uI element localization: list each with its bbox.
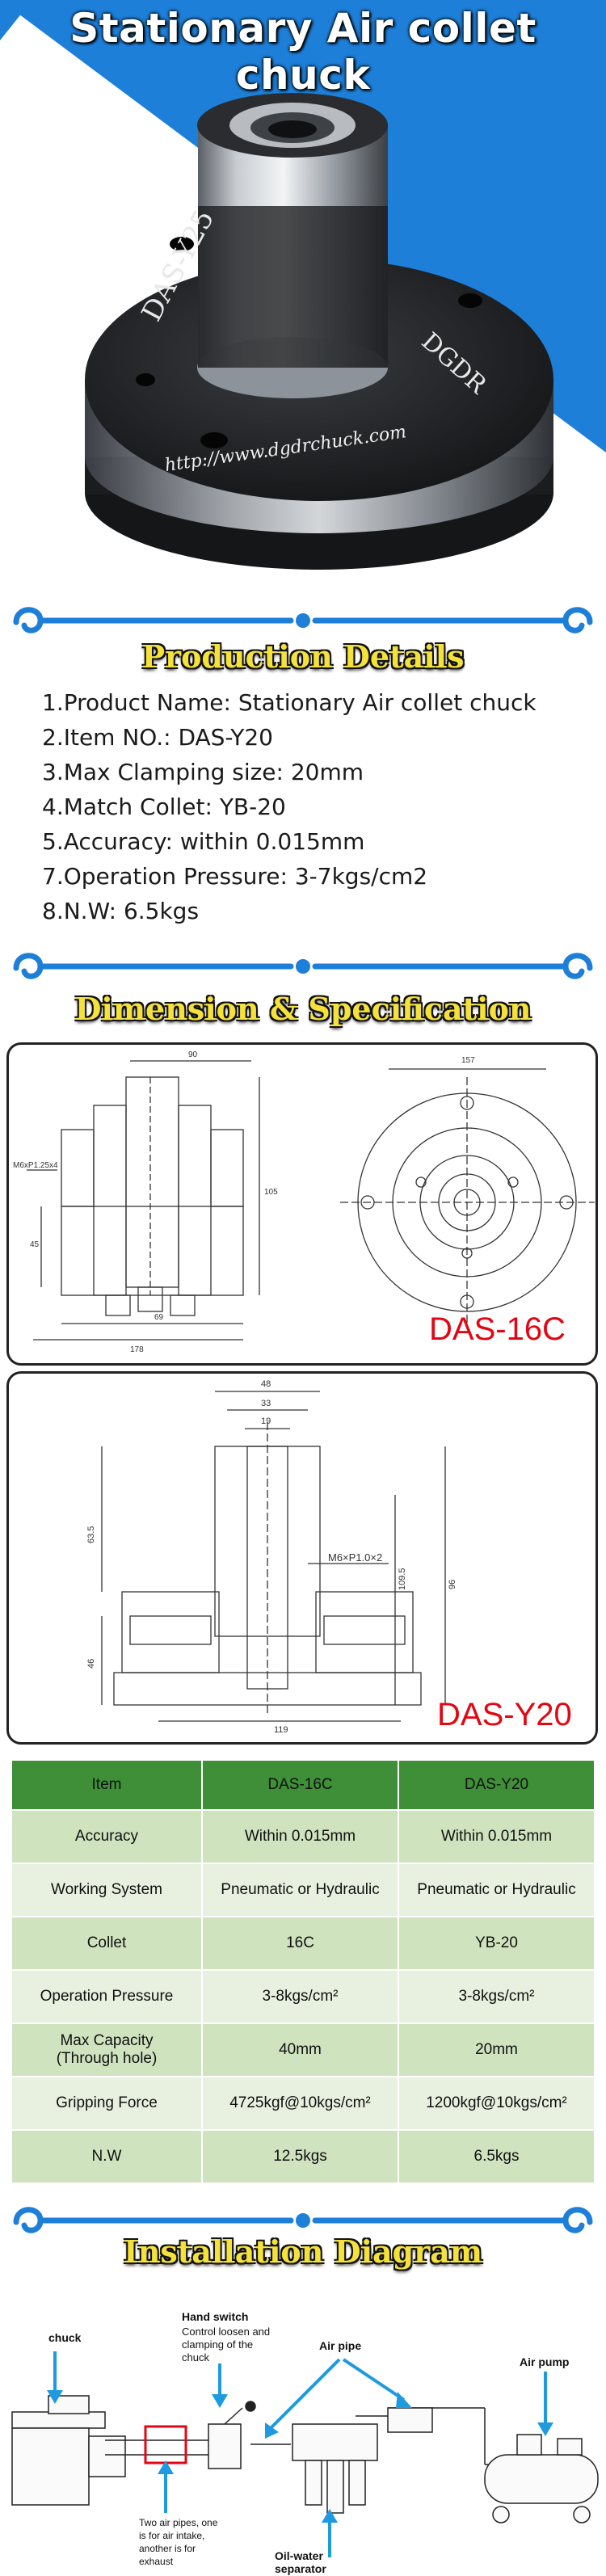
dim-46: 46	[86, 1659, 96, 1669]
table-cell: 3-8kgs/cm²	[201, 1969, 399, 2024]
table-cell: Operation Pressure	[11, 1969, 203, 2024]
label-two-pipes-4: exhaust	[139, 2556, 174, 2567]
dim-48: 48	[261, 1379, 271, 1389]
installation-header: Installation Diagram	[0, 2190, 606, 2279]
table-row: Working System Pneumatic or Hydraulic Pn…	[11, 1863, 595, 1917]
table-header: DAS-16C	[201, 1759, 399, 1811]
installation-diagram: chuck Hand switch Control loosen and cla…	[0, 2279, 606, 2576]
list-item: 7.Operation Pressure: 3-7kgs/cm2	[42, 863, 428, 890]
dim-thread: M6×P1.0×2	[328, 1551, 382, 1564]
table-cell: N.W	[11, 2129, 203, 2184]
list-item: 2.Item NO.: DAS-Y20	[42, 724, 273, 751]
table-row: Gripping Force 4725kgf@10kgs/cm² 1200kgf…	[11, 2076, 595, 2131]
label-separator-2: separator	[275, 2562, 326, 2575]
dim-bottom1: 69	[154, 1313, 164, 1322]
label-two-pipes-1: Two air pipes, one	[139, 2517, 218, 2528]
label-separator-1: Oil-water	[275, 2549, 323, 2562]
drawing-das-16c: 90 M6xP1.25x4 105 45 69 178 157 DA	[6, 1042, 598, 1366]
drawing-label-das-16c: DAS-16C	[429, 1311, 566, 1347]
dim-33: 33	[261, 1399, 271, 1408]
table-header: DAS-Y20	[398, 1759, 595, 1811]
dim-19: 19	[261, 1416, 271, 1426]
production-header: Production Details	[0, 598, 606, 687]
dim-thread: M6xP1.25x4	[13, 1161, 58, 1170]
technical-drawing-section: 48 33 19 63.5 M6×P1.0×2 109.5 96 46 119	[86, 1379, 457, 1735]
list-item: 5.Accuracy: within 0.015mm	[42, 828, 365, 855]
table-cell: 1200kgf@10kgs/cm²	[398, 2076, 595, 2131]
dim-119: 119	[274, 1725, 288, 1735]
list-item: 3.Max Clamping size: 20mm	[42, 759, 364, 785]
table-cell: Accuracy	[11, 1809, 203, 1864]
chuck-product-image: DAS-Y25 DGDR http://www.dgdrchuck.com	[85, 93, 553, 570]
label-hand-switch-desc3: chuck	[182, 2351, 209, 2363]
dim-bottom2: 178	[130, 1345, 144, 1354]
list-item: 4.Match Collet: YB-20	[42, 793, 286, 820]
ornament-divider-icon	[13, 953, 593, 979]
table-cell: Pneumatic or Hydraulic	[201, 1863, 399, 1917]
table-row: Operation Pressure 3-8kgs/cm² 3-8kgs/cm²	[11, 1969, 595, 2024]
table-cell: Working System	[11, 1863, 203, 1917]
table-row: Accuracy Within 0.015mm Within 0.015mm	[11, 1809, 595, 1864]
table-cell: Gripping Force	[11, 2076, 203, 2131]
max-capacity-label: Max Capacity	[60, 2032, 154, 2049]
label-hand-switch-desc1: Control loosen and	[182, 2326, 270, 2338]
label-two-pipes-2: is for air intake,	[139, 2530, 204, 2541]
dim-top: 90	[188, 1050, 198, 1059]
hero-banner: Stationary Air collet chuck	[0, 0, 606, 598]
label-hand-switch: Hand switch	[182, 2310, 248, 2323]
dim-109-5: 109.5	[398, 1568, 407, 1590]
dim-63-5: 63.5	[86, 1526, 96, 1543]
installation-schematic: chuck Hand switch Control loosen and cla…	[11, 2310, 599, 2575]
label-hand-switch-desc2: clamping of the	[182, 2338, 253, 2351]
table-cell: 12.5kgs	[201, 2129, 399, 2184]
table-header: Item	[11, 1759, 203, 1811]
table-cell: 16C	[201, 1916, 399, 1971]
label-air-pipe: Air pipe	[319, 2339, 361, 2352]
ornament-divider-icon	[13, 2207, 593, 2233]
dim-circle: 157	[461, 1056, 475, 1065]
table-cell: Pneumatic or Hydraulic	[398, 1863, 595, 1917]
table-cell: 6.5kgs	[398, 2129, 595, 2184]
table-cell: Collet	[11, 1916, 203, 1971]
production-heading: Production Details	[141, 638, 465, 675]
table-cell: 4725kgf@10kgs/cm²	[201, 2076, 399, 2131]
page-title: Stationary Air collet chuck	[69, 5, 537, 99]
drawing-label-das-y20: DAS-Y20	[437, 1697, 572, 1732]
technical-drawing-side: 90 M6xP1.25x4 105 45 69 178 157	[13, 1050, 595, 1354]
installation-heading: Installation Diagram	[123, 2233, 483, 2270]
label-two-pipes-3: another is for	[139, 2543, 196, 2554]
table-cell: YB-20	[398, 1916, 595, 1971]
dim-96: 96	[448, 1580, 457, 1589]
dim-h2: 45	[30, 1240, 40, 1249]
max-capacity-sub: (Through hole)	[56, 2050, 158, 2067]
table-cell: 40mm	[201, 2022, 399, 2077]
table-row: N.W 12.5kgs 6.5kgs	[11, 2129, 595, 2184]
dimension-header: Dimension & Specification	[0, 944, 606, 1033]
table-cell: Max Capacity (Through hole)	[11, 2022, 203, 2077]
ornament-divider-icon	[13, 607, 593, 633]
table-header-row: Item DAS-16C DAS-Y20	[11, 1759, 595, 1811]
production-details-list: 1.Product Name: Stationary Air collet ch…	[42, 685, 575, 928]
list-item: 8.N.W: 6.5kgs	[42, 898, 200, 924]
table-cell: 3-8kgs/cm²	[398, 1969, 595, 2024]
dimension-heading: Dimension & Specification	[74, 991, 532, 1027]
dim-side: 105	[264, 1188, 278, 1197]
table-row: Collet 16C YB-20	[11, 1916, 595, 1971]
list-item: 1.Product Name: Stationary Air collet ch…	[42, 689, 537, 716]
label-chuck: chuck	[48, 2331, 82, 2344]
table-cell: 20mm	[398, 2022, 595, 2077]
table-cell: Within 0.015mm	[201, 1809, 399, 1864]
spec-table: Item DAS-16C DAS-Y20 Accuracy Within 0.0…	[11, 1759, 595, 2184]
label-air-pump: Air pump	[520, 2355, 569, 2368]
drawing-das-y20: 48 33 19 63.5 M6×P1.0×2 109.5 96 46 119 …	[6, 1371, 598, 1745]
table-row: Max Capacity (Through hole) 40mm 20mm	[11, 2022, 595, 2077]
table-cell: Within 0.015mm	[398, 1809, 595, 1864]
